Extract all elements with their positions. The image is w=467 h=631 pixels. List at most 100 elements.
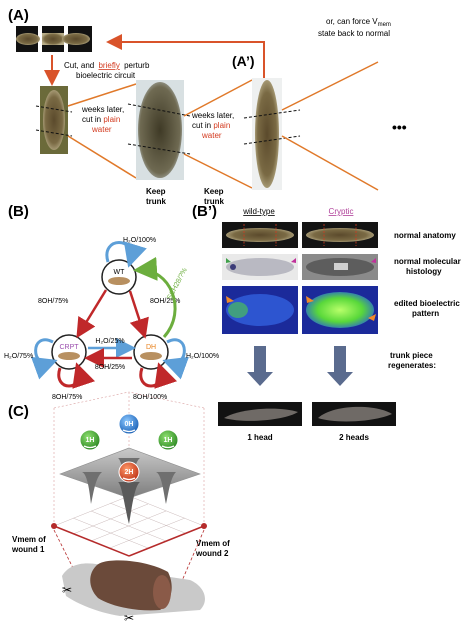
keep-trunk-1b: trunk: [146, 197, 167, 206]
result-2-heads-label: 2 heads: [339, 433, 369, 442]
down-arrow-cryptic: [327, 346, 353, 386]
expand-line-2a: [183, 79, 253, 117]
vmem-wound-2-b: wound 2: [195, 549, 229, 558]
axis-node-right: [201, 523, 207, 529]
well-1h-left-label: 1H: [86, 437, 95, 444]
continuation-ellipsis: •••: [392, 119, 407, 135]
well-2h-label: 2H: [125, 469, 134, 476]
histology-wt-marker: [230, 264, 236, 270]
panel-b-prime-label: (B’): [192, 203, 217, 220]
worm-photo-2: [138, 82, 182, 178]
col-header-cryptic: Cryptic: [329, 207, 354, 216]
node-crpt-label: CRPT: [59, 344, 79, 351]
node-dh-worm: [140, 352, 162, 360]
histology-cryptic-pharynx: [334, 263, 348, 270]
vmem-wound-1-b: wound 1: [11, 545, 45, 554]
edge-crpt-to-dh-label: H₂O/25%: [95, 338, 124, 345]
weeks-text-1a: weeks later,: [81, 105, 124, 114]
pointer-wound-2: [177, 529, 205, 591]
edge-crpt-self-h2o: [30, 338, 58, 380]
weeks-text-2c: water: [201, 131, 222, 140]
edge-crpt-self-8oh-label: 8OH/75%: [52, 394, 82, 401]
cut-line-2b: [127, 143, 191, 155]
expand-line-2b: [183, 153, 253, 189]
edge-dh-self-8oh-label: 8OH/100%: [133, 394, 167, 401]
row-label-bioelectric-b: pattern: [412, 309, 439, 318]
expand-line-1a: [67, 83, 137, 107]
histology-wt-arrow-icon-2: [291, 258, 296, 263]
panel-a: (A) Cut, and briefly perturb bioelectric…: [8, 7, 407, 206]
cut-line-3a: [243, 109, 301, 119]
vmem-wound-1-a: Vmem of: [12, 535, 46, 544]
worm-photo-1: [43, 90, 65, 150]
edge-dh-self-h2o: [162, 338, 190, 380]
edge-wt-self: [105, 241, 147, 268]
panel-a-prime-label: (A’): [232, 53, 255, 69]
keep-trunk-2b: trunk: [204, 197, 225, 206]
edge-crpt-self-8oh: [57, 362, 96, 389]
edge-wt-to-dh-label: 8OH/25%: [150, 298, 180, 305]
panel-c: (C) 1H: [8, 391, 230, 625]
return-arrow: [106, 34, 265, 92]
weeks-text-2b: cut in plain: [192, 121, 230, 130]
edge-wt-self-label: H₂O/100%: [123, 237, 156, 244]
well-1h-left-worm-icon: [83, 445, 97, 449]
cut-text-line2: bioelectric circuit: [76, 71, 136, 80]
axis-red-left: [53, 525, 130, 557]
well-2h-worm-icon: [122, 477, 136, 481]
panel-b-prime: (B’) wild-type Cryptic normal anatomy no…: [192, 203, 461, 442]
histology-wt-arrow-icon: [226, 258, 231, 263]
trunk-text-b: regenerates:: [388, 361, 436, 370]
result-2-heads-worm: [318, 406, 392, 422]
col-header-wild-type: wild-type: [242, 207, 275, 216]
cut-line-1a: [35, 105, 73, 113]
panel-c-label: (C): [8, 403, 29, 420]
keep-trunk-1a: Keep: [146, 187, 166, 196]
cut-line-3b: [243, 135, 301, 145]
well-ball-0h: [118, 413, 140, 435]
trunk-text-a: trunk piece: [390, 351, 433, 360]
histology-wt-worm: [226, 258, 294, 276]
fragment-head-worm: [16, 33, 40, 45]
well-right: [156, 472, 176, 504]
cut-text-line1: Cut, and briefly perturb: [64, 61, 150, 70]
anatomy-wt-worm: [226, 228, 294, 242]
trunk-cut-face: [153, 575, 171, 609]
worm-photo-3: [255, 80, 279, 188]
row-label-histology-b: histology: [406, 267, 442, 276]
well-0h-worm-icon: [122, 429, 136, 433]
well-ball-2h: [118, 461, 140, 483]
down-arrow-wt: [247, 346, 273, 386]
histology-cryptic-arrow-icon: [371, 258, 376, 263]
vmem-wound-2-a: Vmem of: [196, 539, 230, 548]
well-1h-right-label: 1H: [164, 437, 173, 444]
bioelectric-wt-worm: [226, 294, 294, 326]
fragment-tail-worm: [62, 33, 90, 45]
panel-a-label: (A): [8, 7, 29, 24]
bioelectric-wt-arrow-icon: [226, 296, 234, 303]
cut-line-1b: [35, 129, 73, 137]
edge-dh-to-wt-label: SCH28/?%: [166, 267, 188, 301]
edge-dh-self-h2o-label: H₂O/100%: [186, 353, 219, 360]
row-label-anatomy: normal anatomy: [394, 231, 456, 240]
bioelectric-cryptic-arrow-right-icon: [368, 314, 376, 321]
trunk-piece: [90, 560, 172, 611]
panel-b-label: (B): [8, 203, 29, 220]
axis-node-left: [51, 523, 57, 529]
well-1h-right-worm-icon: [161, 445, 175, 449]
cut-line-2a: [127, 103, 191, 117]
result-1-head-label: 1 head: [247, 433, 272, 442]
expand-line-1b: [67, 135, 137, 179]
row-label-bioelectric-a: edited bioelectric: [394, 299, 460, 308]
bioelectric-wt-glow: [228, 302, 248, 318]
edge-wt-to-crpt: [76, 289, 108, 339]
fragment-trunk-worm: [42, 33, 64, 45]
force-text-line2: state back to normal: [318, 29, 390, 38]
node-wt-worm: [108, 277, 130, 285]
edge-dh-to-wt: [133, 256, 177, 338]
scissors-icon-1: ✂: [62, 583, 72, 597]
expand-line-3b: [281, 135, 379, 191]
bioelectric-cryptic-arrow-left-icon: [306, 296, 314, 303]
row-label-histology-a: normal molecular: [394, 257, 461, 266]
edge-wt-to-dh: [128, 290, 149, 339]
